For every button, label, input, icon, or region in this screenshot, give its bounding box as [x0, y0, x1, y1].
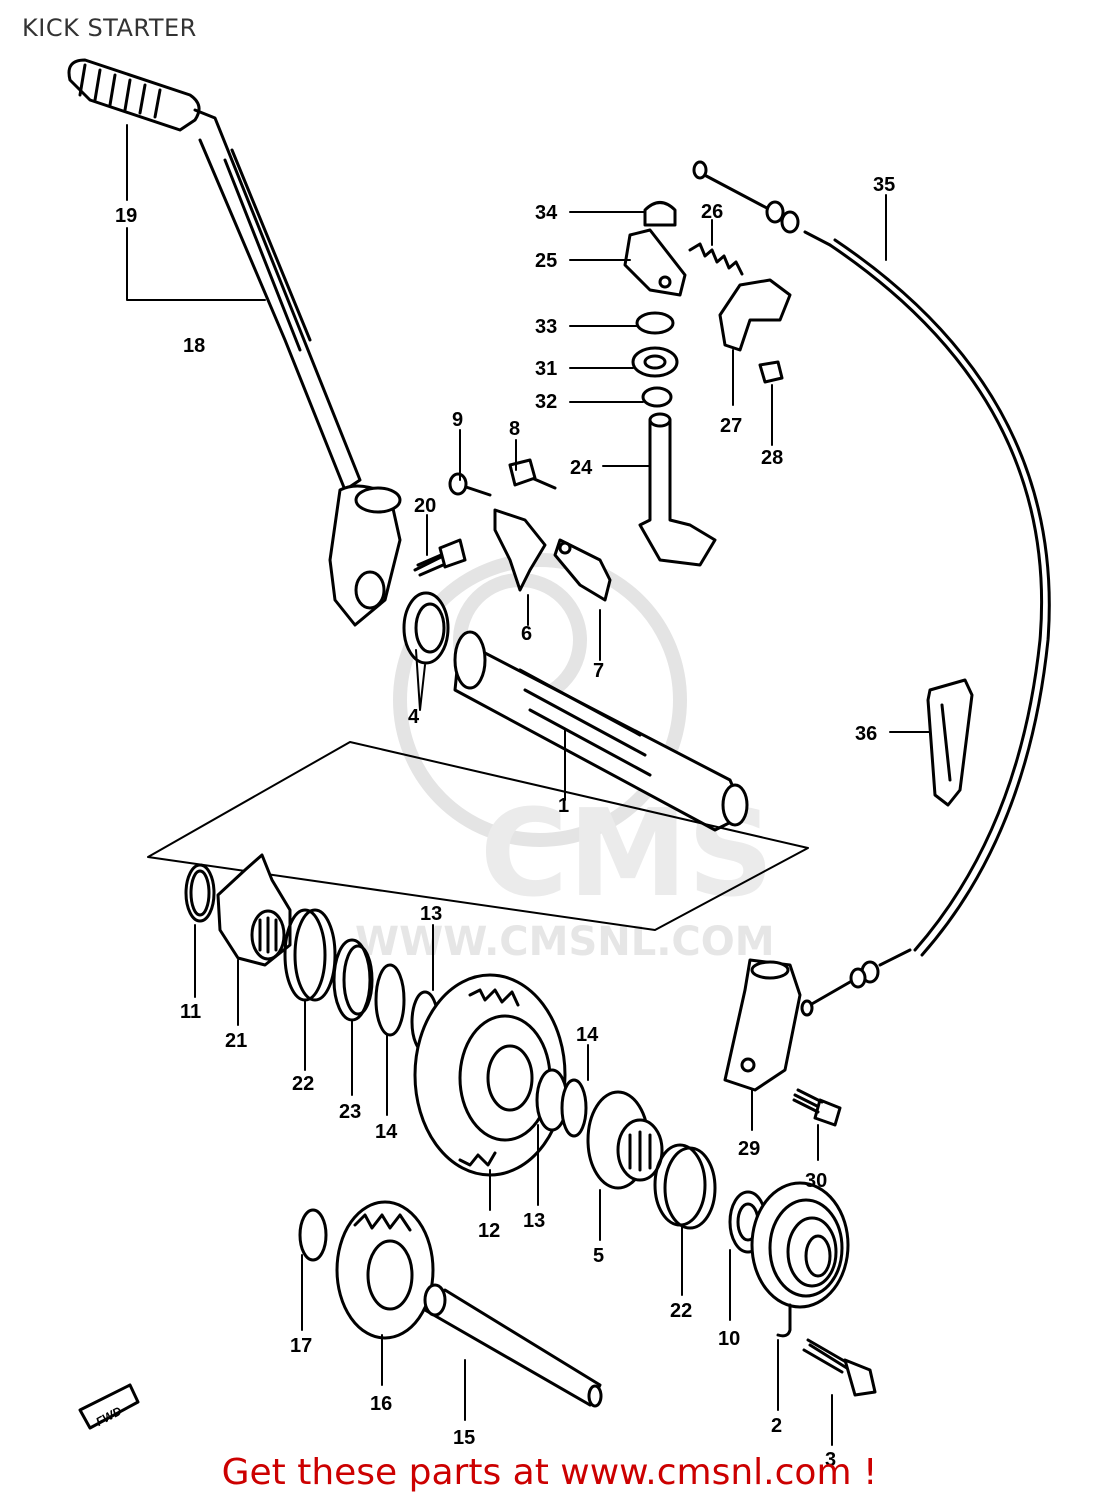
callout-14a: 14 [375, 1121, 398, 1143]
callout-7: 7 [593, 660, 604, 682]
washers-31-34 [631, 201, 679, 408]
callout-15: 15 [453, 1427, 475, 1449]
return-spring-2 [750, 1181, 850, 1338]
spring-26 [688, 242, 744, 276]
callout-11: 11 [180, 1001, 201, 1023]
bolt-20 [413, 538, 467, 577]
leader-lines [126, 124, 931, 1446]
callout-13b: 13 [523, 1210, 545, 1232]
callout-25: 25 [535, 250, 557, 272]
callout-29: 29 [738, 1138, 760, 1160]
callout-4: 4 [408, 706, 420, 728]
bolt-3 [802, 1338, 877, 1397]
idle-gear-16 [335, 1200, 435, 1340]
watermark-url: WWW.CMSNL.COM [355, 919, 775, 965]
callout-28: 28 [761, 447, 783, 469]
callout-8: 8 [509, 418, 520, 440]
callout-24: 24 [570, 457, 593, 479]
footer-text: Get these parts at www.cmsnl.com ! [221, 1452, 878, 1493]
callout-27: 27 [720, 415, 742, 437]
cam-shaft-24 [638, 412, 717, 567]
callout-12: 12 [478, 1220, 500, 1242]
callout-14b: 14 [576, 1024, 599, 1046]
callout-35: 35 [873, 174, 895, 196]
ratchet-21 [216, 853, 292, 967]
callout-31: 31 [535, 358, 557, 380]
idle-shaft-15 [423, 1283, 603, 1408]
kick-lever [67, 58, 402, 627]
callout-34: 34 [535, 202, 558, 224]
arm-29 [723, 958, 802, 1092]
clip-36 [926, 678, 974, 807]
page-title: KICK STARTER [22, 14, 197, 42]
callout-16: 16 [370, 1393, 392, 1415]
spring-22-b [653, 1143, 717, 1230]
callout-6: 6 [521, 623, 532, 645]
circlip-14-b [560, 1078, 588, 1138]
callout-10: 10 [718, 1328, 740, 1350]
bracket-27 [718, 278, 792, 352]
callout-19: 19 [115, 205, 137, 227]
callout-33: 33 [535, 316, 557, 338]
callout-21: 21 [225, 1030, 247, 1052]
kick-starter-shaft [453, 630, 749, 832]
circlip-11 [184, 863, 216, 923]
oil-seal-4 [402, 591, 450, 665]
callout-26: 26 [701, 201, 723, 223]
circlip-17 [298, 1208, 328, 1262]
callout-labels: 1 2 3 4 5 6 7 8 9 10 11 12 13 13 14 14 1… [115, 174, 895, 1471]
callout-32: 32 [535, 391, 557, 413]
plates-6-7 [493, 508, 612, 602]
screws-8-9 [448, 458, 557, 497]
callout-9: 9 [452, 409, 463, 431]
callout-22a: 22 [292, 1073, 314, 1095]
washer-23 [332, 938, 374, 1022]
callout-17: 17 [290, 1335, 312, 1357]
bolt-30 [792, 1088, 842, 1127]
callout-2: 2 [771, 1415, 782, 1437]
cable-35 [692, 160, 1051, 1017]
callout-22b: 22 [670, 1300, 692, 1322]
callout-30: 30 [805, 1170, 827, 1192]
spring-22-a [283, 908, 337, 1002]
footer-promo-link[interactable]: Get these parts at www.cmsnl.com ! [0, 1452, 1109, 1493]
callout-36: 36 [855, 723, 877, 745]
callout-13a: 13 [420, 903, 442, 925]
callout-23: 23 [339, 1101, 361, 1123]
gear-5 [586, 1090, 664, 1190]
callout-20: 20 [414, 495, 436, 517]
callout-18: 18 [183, 335, 205, 357]
assembly-outline [147, 741, 809, 931]
lever-25 [623, 228, 687, 297]
fwd-badge [78, 1383, 140, 1430]
callout-3: 3 [825, 1449, 836, 1471]
screw-28 [758, 360, 784, 384]
callout-1: 1 [558, 795, 569, 817]
circlip-14-a [374, 963, 406, 1037]
callout-5: 5 [593, 1245, 604, 1267]
